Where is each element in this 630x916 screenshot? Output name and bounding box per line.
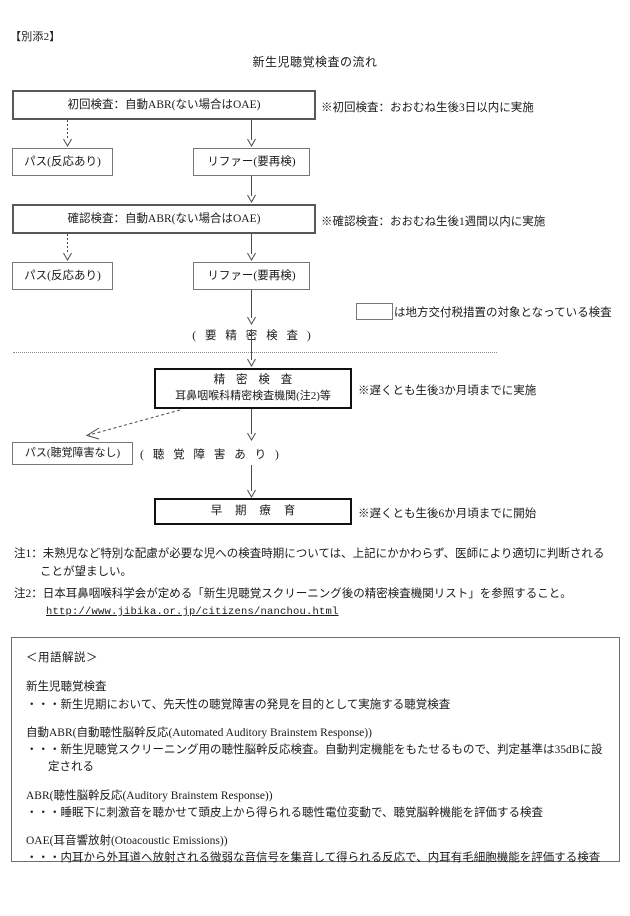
connector-arrow-solid: [247, 120, 256, 148]
flow-node-detailed-exam-subtitle: 耳鼻咽喉科精密検査機関(注2)等: [175, 389, 331, 402]
flow-node-initial-test-label: 初回検査：自動ABR(ない場合はOAE): [67, 98, 261, 111]
note-initial-test-timing: ※初回検査：おおむね生後3日以内に実施: [321, 102, 534, 114]
connector-confirm-to-pass: [63, 234, 72, 262]
note-detailed-exam-timing: ※遅くとも生後3か月頃までに実施: [358, 385, 537, 397]
flow-node-confirmation-test: 確認検査：自動ABR(ない場合はOAE): [12, 204, 316, 234]
connector-initial-to-refer: [247, 120, 256, 148]
glossary-entry-abr: ABR(聴性脳幹反応(Auditory Brainstem Response))…: [26, 788, 609, 823]
connector-arrow-solid: [247, 409, 256, 442]
document-attachment-label: 【別添2】: [10, 31, 61, 43]
connector-confirm-to-refer: [247, 234, 256, 262]
legend-description: は地方交付税措置の対象となっている検査: [394, 307, 612, 319]
glossary-term: OAE(耳音響放射(Otoacoustic Emissions)): [26, 835, 228, 847]
connector-arrow-diagonal-dotted: [85, 409, 181, 440]
flow-node-early-intervention-label: 早 期 療 育: [210, 505, 301, 518]
glossary-entry-aabr: 自動ABR(自動聴性脳幹反応(Automated Auditory Brains…: [26, 725, 609, 777]
flow-node-initial-test: 初回検査：自動ABR(ない場合はOAE): [12, 90, 316, 120]
glossary-entry-oae: OAE(耳音響放射(Otoacoustic Emissions)) ・・・内耳か…: [26, 833, 609, 868]
flow-node-detailed-exam-title: 精 密 検 査: [213, 374, 297, 387]
flow-node-pass-2-label: パス(反応あり): [24, 269, 101, 282]
footnote-2-url-link[interactable]: http://www.jibika.or.jp/citizens/nanchou…: [46, 606, 339, 618]
glossary-definition-continuation: 定される: [48, 761, 94, 774]
glossary-definition: ・・・内耳から外耳道へ放射される微弱な音信号を集音して得られる反応で、内耳有毛細…: [26, 852, 601, 865]
footnote-1-continuation: ことが望ましい。: [40, 565, 132, 578]
glossary-definition: ・・・睡眠下に刺激音を聴かせて頭皮上から得られる聴性電位変動で、聴覚脳幹機能を評…: [26, 806, 544, 819]
glossary-heading: ＜用語解説＞: [26, 652, 98, 664]
glossary-entry-newborn-hearing-test: 新生児聴覚検査 ・・・新生児期において、先天性の聴覚障害の発見を目的として実施す…: [26, 679, 609, 714]
footnote-1-head: 注1：未熟児など特別な配慮が必要な児への検査時期については、上記にかかわらず、医…: [14, 548, 605, 560]
connector-arrow-solid: [247, 290, 256, 326]
footnote-2-head: 注2：日本耳鼻咽喉科学会が定める「新生児聴覚スクリーニング後の精密検査機関リスト…: [14, 588, 572, 600]
flow-node-refer-2: リファー(要再検): [193, 262, 310, 290]
connector-arrow-dotted: [63, 234, 72, 262]
connector-refer2-to-need-detailed: [247, 290, 256, 326]
connector-arrow-solid: [247, 330, 256, 368]
note-early-intervention-timing: ※遅くとも生後6か月頃までに開始: [358, 508, 537, 520]
footnote-1: 注1：未熟児など特別な配慮が必要な児への検査時期については、上記にかかわらず、医…: [14, 546, 620, 582]
flow-node-early-intervention: 早 期 療 育: [154, 498, 352, 525]
connector-arrow-solid: [247, 234, 256, 262]
legend-swatch-box: [356, 303, 393, 320]
connector-initial-to-pass: [63, 120, 72, 148]
flow-node-refer-1-label: リファー(要再検): [207, 155, 296, 168]
flow-node-confirmation-test-label: 確認検査：自動ABR(ない場合はOAE): [67, 212, 261, 225]
flow-node-detailed-exam: 精 密 検 査 耳鼻咽喉科精密検査機関(注2)等: [154, 368, 352, 409]
connector-arrow-dotted: [63, 120, 72, 148]
flow-node-pass-2: パス(反応あり): [12, 262, 113, 290]
glossary-definition: ・・・新生児聴覚スクリーニング用の聴性脳幹反応検査。自動判定機能をもたせるもので…: [26, 744, 603, 756]
flow-node-pass-no-hearing-loss-label: パス(聴覚障害なし): [24, 446, 121, 459]
connector-arrow-solid: [247, 176, 256, 204]
glossary-definition: ・・・新生児期において、先天性の聴覚障害の発見を目的として実施する聴覚検査: [26, 698, 451, 711]
connector-need-detailed-to-exam: [247, 330, 256, 368]
glossary-term: 自動ABR(自動聴性脳幹反応(Automated Auditory Brains…: [26, 726, 372, 739]
flow-node-pass-no-hearing-loss: パス(聴覚障害なし): [12, 442, 133, 465]
connector-exam-to-pass-no-loss: [75, 408, 185, 442]
connector-hearing-loss-to-early: [247, 465, 256, 499]
flow-node-refer-2-label: リファー(要再検): [207, 269, 296, 282]
flow-node-pass-1-label: パス(反応あり): [24, 155, 101, 168]
flow-node-refer-1: リファー(要再検): [193, 148, 310, 176]
glossary-term: ABR(聴性脳幹反応(Auditory Brainstem Response)): [26, 789, 273, 802]
connector-arrow-solid: [247, 465, 256, 499]
flow-label-hearing-loss-present: ( 聴 覚 障 害 あ り ): [140, 449, 282, 461]
footnote-2: 注2：日本耳鼻咽喉科学会が定める「新生児聴覚スクリーニング後の精密検査機関リスト…: [14, 586, 620, 604]
connector-refer1-to-confirm: [247, 176, 256, 204]
glossary-term: 新生児聴覚検査: [26, 681, 107, 694]
glossary-panel: ＜用語解説＞ 新生児聴覚検査 ・・・新生児期において、先天性の聴覚障害の発見を目…: [11, 637, 620, 864]
connector-exam-to-hearing-loss: [247, 409, 256, 442]
page-title: 新生児聴覚検査の流れ: [252, 55, 378, 69]
section-divider-dotted: [13, 352, 497, 353]
note-confirmation-test-timing: ※確認検査：おおむね生後1週間以内に実施: [321, 216, 546, 228]
flow-node-pass-1: パス(反応あり): [12, 148, 113, 176]
